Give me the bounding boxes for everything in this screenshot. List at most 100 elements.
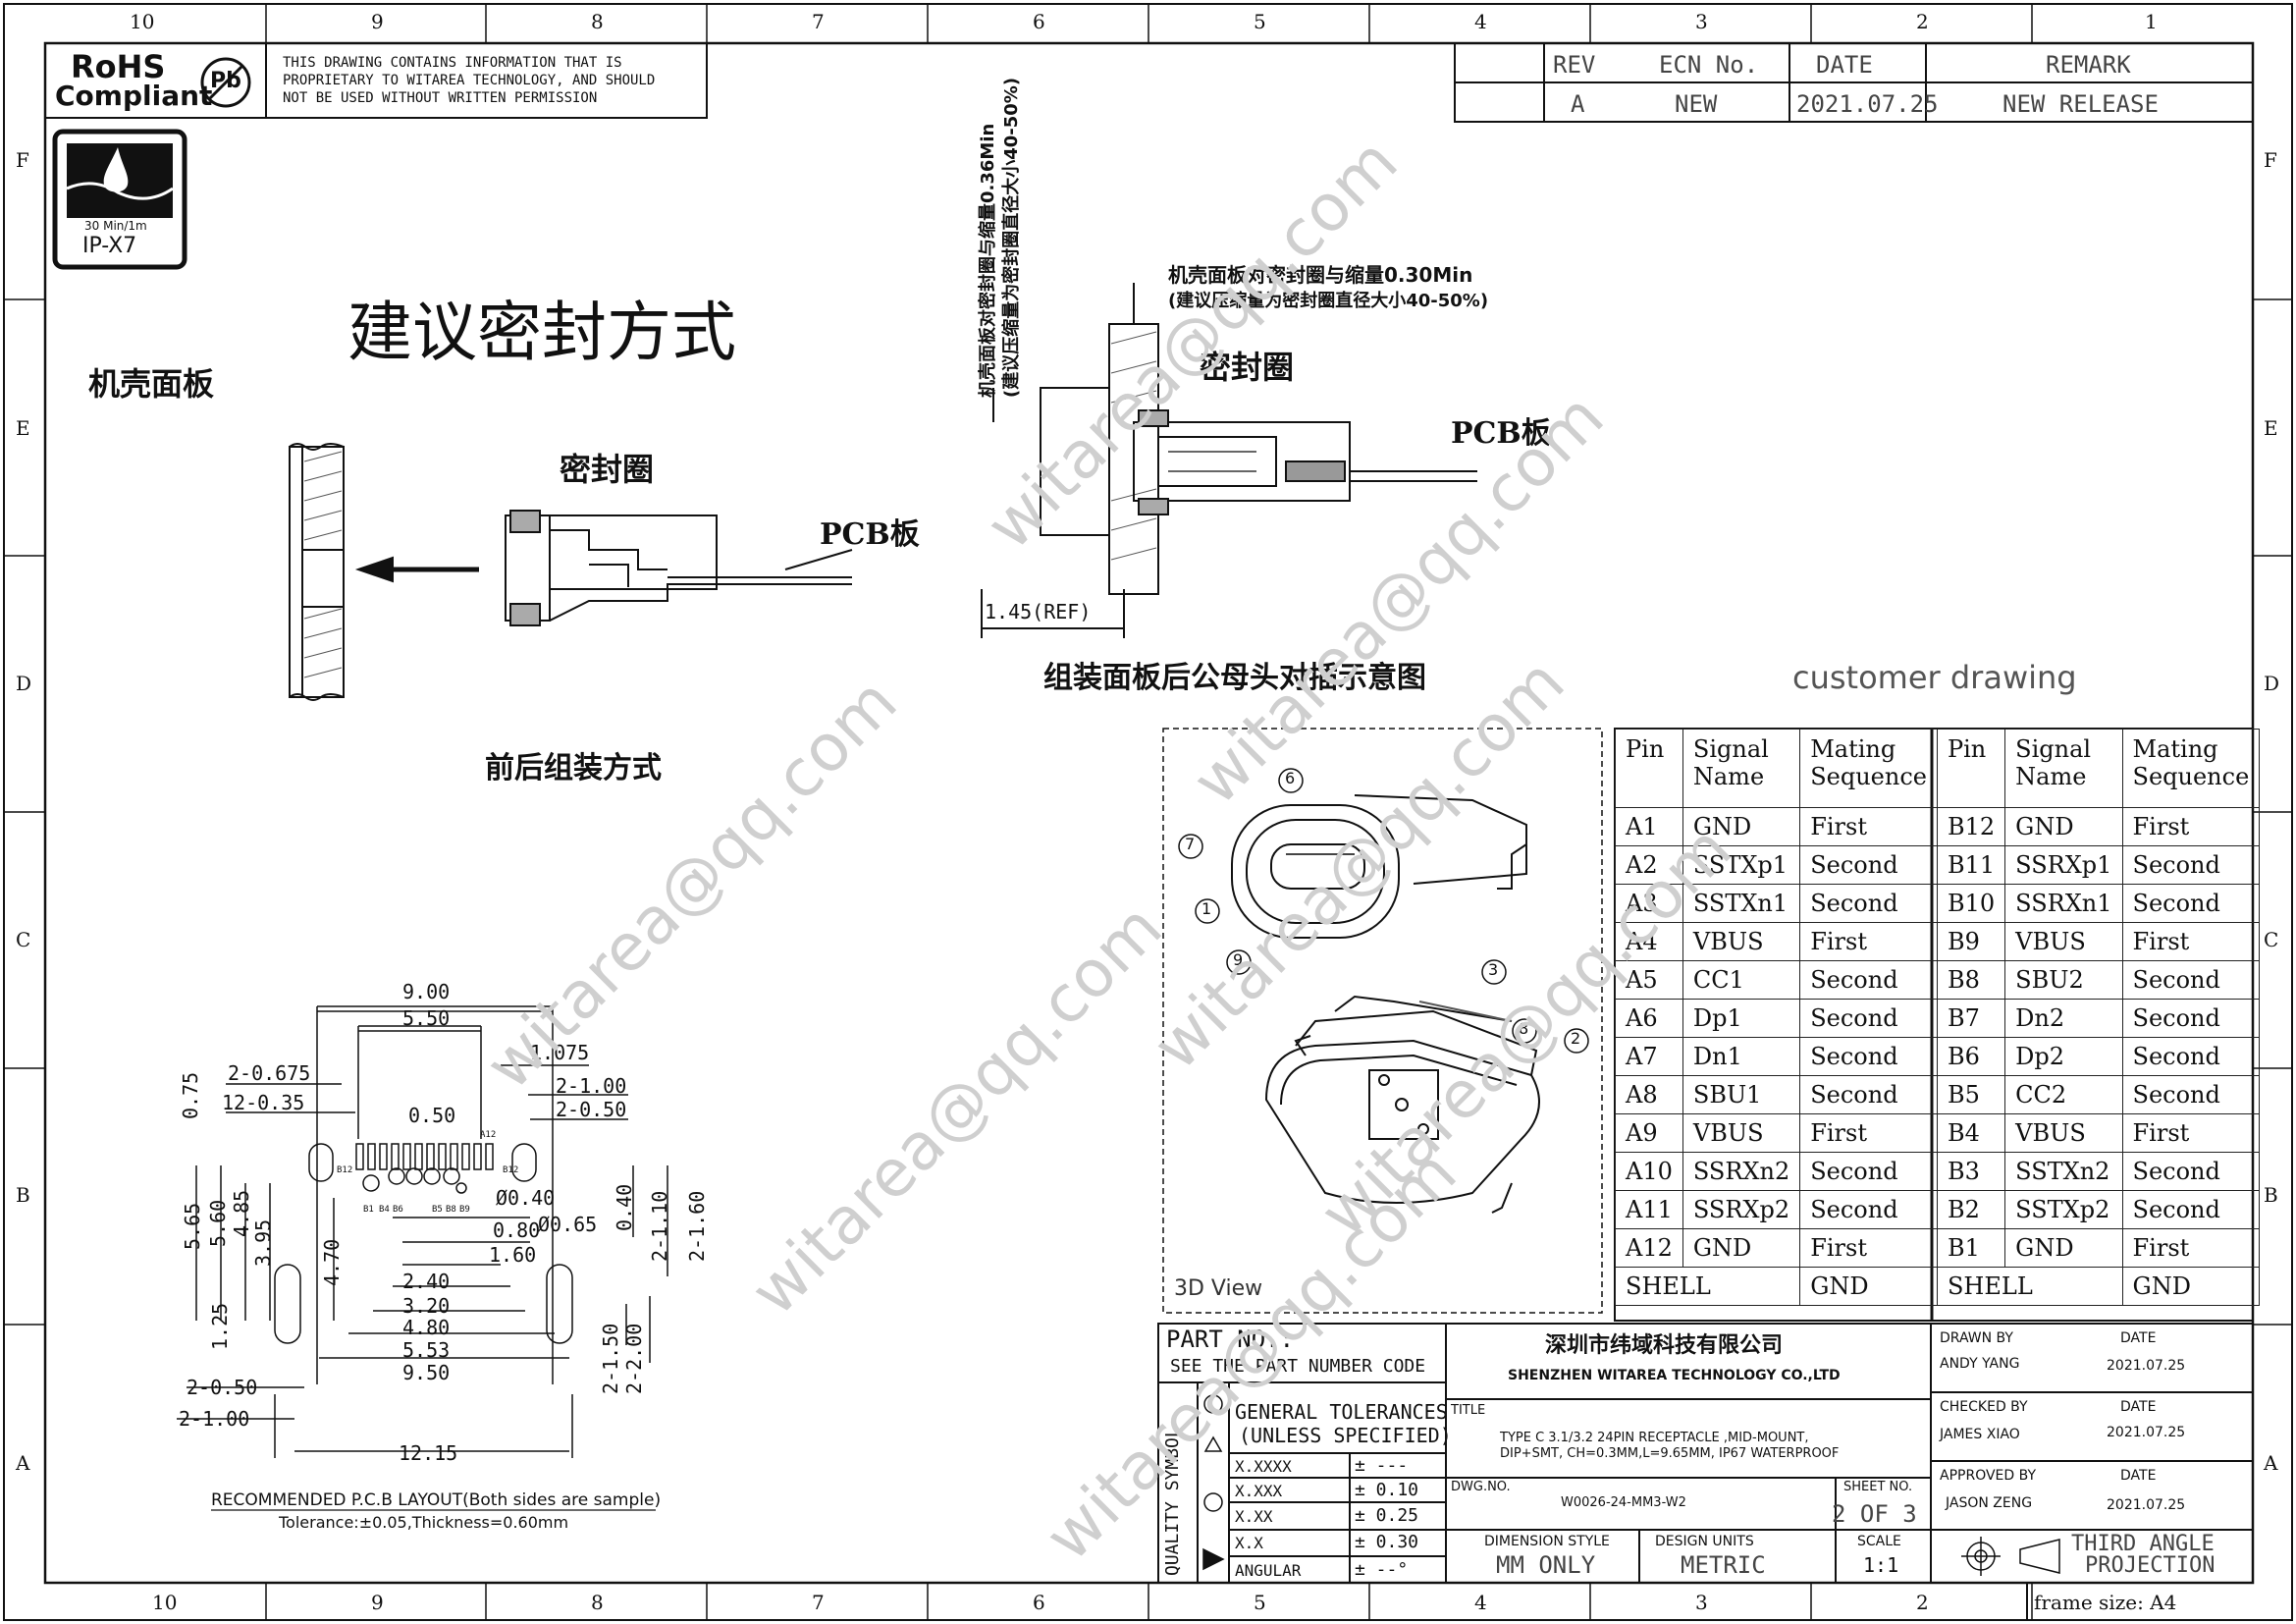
zone-letter-right: D <box>2264 672 2280 695</box>
pb-free-icon <box>200 57 251 108</box>
checked-by-name: JAMES XIAO <box>1940 1427 2020 1442</box>
tol-value: ± --° <box>1355 1559 1409 1580</box>
zone-number-bottom: 3 <box>1695 1591 1708 1614</box>
mating-header: Mating Sequence <box>1799 729 1938 808</box>
tol-key: X.XX <box>1235 1507 1273 1526</box>
rohs-title: RoHS <box>71 48 166 85</box>
tol-key: ANGULAR <box>1235 1561 1302 1580</box>
pcb-layout-drawing <box>177 1005 668 1458</box>
mating-sequence: Second <box>2121 884 2261 923</box>
zone-number-top: 9 <box>371 10 384 33</box>
zone-letter-right: A <box>2264 1451 2278 1475</box>
dim-label: 12-0.35 <box>222 1091 305 1114</box>
drawn-by-name: ANDY YANG <box>1940 1356 2020 1372</box>
pin-id: B2 <box>1936 1190 2006 1229</box>
frame-size-label: frame size: A4 <box>2034 1591 2177 1614</box>
dim-label: 2-0.50 <box>556 1098 627 1121</box>
pin-id: B9 <box>1936 922 2006 961</box>
mating-sequence: Second <box>1799 1152 1938 1191</box>
zone-number-bottom: 2 <box>1916 1591 1929 1614</box>
approved-by-name: JASON ZENG <box>1946 1495 2033 1511</box>
tol-value: ± 0.10 <box>1355 1480 1419 1500</box>
dim-label: 2-1.00 <box>556 1074 627 1098</box>
gen-tol-label: (UNLESS SPECIFIED) <box>1239 1424 1452 1447</box>
company-name-cn: 深圳市纬域科技有限公司 <box>1545 1333 1784 1358</box>
tol-value: ± 0.25 <box>1355 1505 1419 1526</box>
zone-number-bottom: 9 <box>371 1591 384 1614</box>
dim-label: 2-1.10 <box>648 1190 671 1262</box>
sheet-label: SHEET NO. <box>1843 1480 1913 1494</box>
shell-cell: SHELL <box>1614 1267 1801 1306</box>
pcb-tolerance: Tolerance:±0.05,Thickness=0.60mm <box>279 1513 569 1532</box>
zone-number-bottom: 7 <box>812 1591 825 1614</box>
signal-name: GND <box>2004 807 2123 846</box>
dim-label: 2.40 <box>402 1270 451 1293</box>
dim-label: 2-0.50 <box>187 1376 258 1399</box>
mating-sequence: First <box>2121 922 2261 961</box>
pin-id: A2 <box>1615 845 1683 885</box>
mating-sequence: Second <box>1799 960 1938 1000</box>
tol-value: ± 0.30 <box>1355 1532 1419 1552</box>
dwg-no-label: DWG.NO. <box>1451 1480 1511 1494</box>
vertical-note: 机壳面板对密封圈与缩量0.36Min <box>978 123 998 398</box>
balloon-number: 1 <box>1201 899 1212 918</box>
signal-name: GND <box>2004 1228 2123 1268</box>
pin-id: B5 <box>1936 1075 2006 1114</box>
date-value: 2021.07.25 <box>2107 1358 2186 1374</box>
dim-label: 9.50 <box>402 1361 451 1384</box>
mating-sequence: Second <box>2121 999 2261 1038</box>
signal-name: Dn2 <box>2004 999 2123 1038</box>
mating-sequence: Second <box>2121 960 2261 1000</box>
rohs-subtitle: Compliant <box>55 80 213 112</box>
dim-label: 2-1.00 <box>179 1407 250 1431</box>
pin-header: Pin <box>1936 729 2006 808</box>
pin-id: B8 <box>1936 960 2006 1000</box>
dim-label: 0.80 <box>493 1218 541 1242</box>
pin-id: B11 <box>1936 845 2006 885</box>
zone-number-top: 5 <box>1254 10 1266 33</box>
dim-label: 3.20 <box>402 1294 451 1318</box>
signal-name: SSTXp1 <box>1682 845 1801 885</box>
zone-number-top: 4 <box>1474 10 1487 33</box>
mating-sequence: Second <box>2121 1152 2261 1191</box>
zone-number-top: 1 <box>2145 10 2158 33</box>
signal-name: CC2 <box>2004 1075 2123 1114</box>
mating-sequence: First <box>1799 807 1938 846</box>
mating-sequence: First <box>2121 807 2261 846</box>
mating-sequence: First <box>2121 1113 2261 1153</box>
balloon-number: 6 <box>1285 769 1296 787</box>
pin-id: A9 <box>1615 1113 1683 1153</box>
rev-cell: NEW RELEASE <box>2002 90 2159 118</box>
pin-id: B3 <box>1936 1152 2006 1191</box>
title-line: TYPE C 3.1/3.2 24PIN RECEPTACLE ,MID-MOU… <box>1500 1431 1809 1445</box>
mating-header: Mating Sequence <box>2121 729 2261 808</box>
signal-name: Dn1 <box>1682 1037 1801 1076</box>
pin-id: B4 <box>1936 1113 2006 1153</box>
zone-number-bottom: 4 <box>1474 1591 1487 1614</box>
zone-letter-left: E <box>16 416 30 440</box>
sealing-title: 建议密封方式 <box>347 295 736 370</box>
mating-sequence: Second <box>1799 1037 1938 1076</box>
signal-name: SSTXn1 <box>1682 884 1801 923</box>
pad-label: B9 <box>459 1205 470 1215</box>
balloon-number: 3 <box>1488 960 1499 979</box>
pcb-label: PCB板 <box>820 517 920 552</box>
dim-label: 1.25 <box>208 1302 232 1350</box>
signal-name: SSRXp2 <box>1682 1190 1801 1229</box>
dim-label: 4.80 <box>402 1316 451 1339</box>
gen-tol-label: GENERAL TOLERANCES <box>1235 1400 1448 1424</box>
date-label: DATE <box>2120 1399 2157 1415</box>
dim-label: 0.40 <box>613 1183 636 1231</box>
scale-value: 1:1 <box>1863 1553 1899 1577</box>
zone-letter-left: A <box>16 1451 30 1475</box>
water-drop-icon <box>103 147 129 192</box>
pin-id: A6 <box>1615 999 1683 1038</box>
pad-label: B8 <box>446 1205 456 1215</box>
signal-name: Dp1 <box>1682 999 1801 1038</box>
date-label: DATE <box>2120 1468 2157 1484</box>
